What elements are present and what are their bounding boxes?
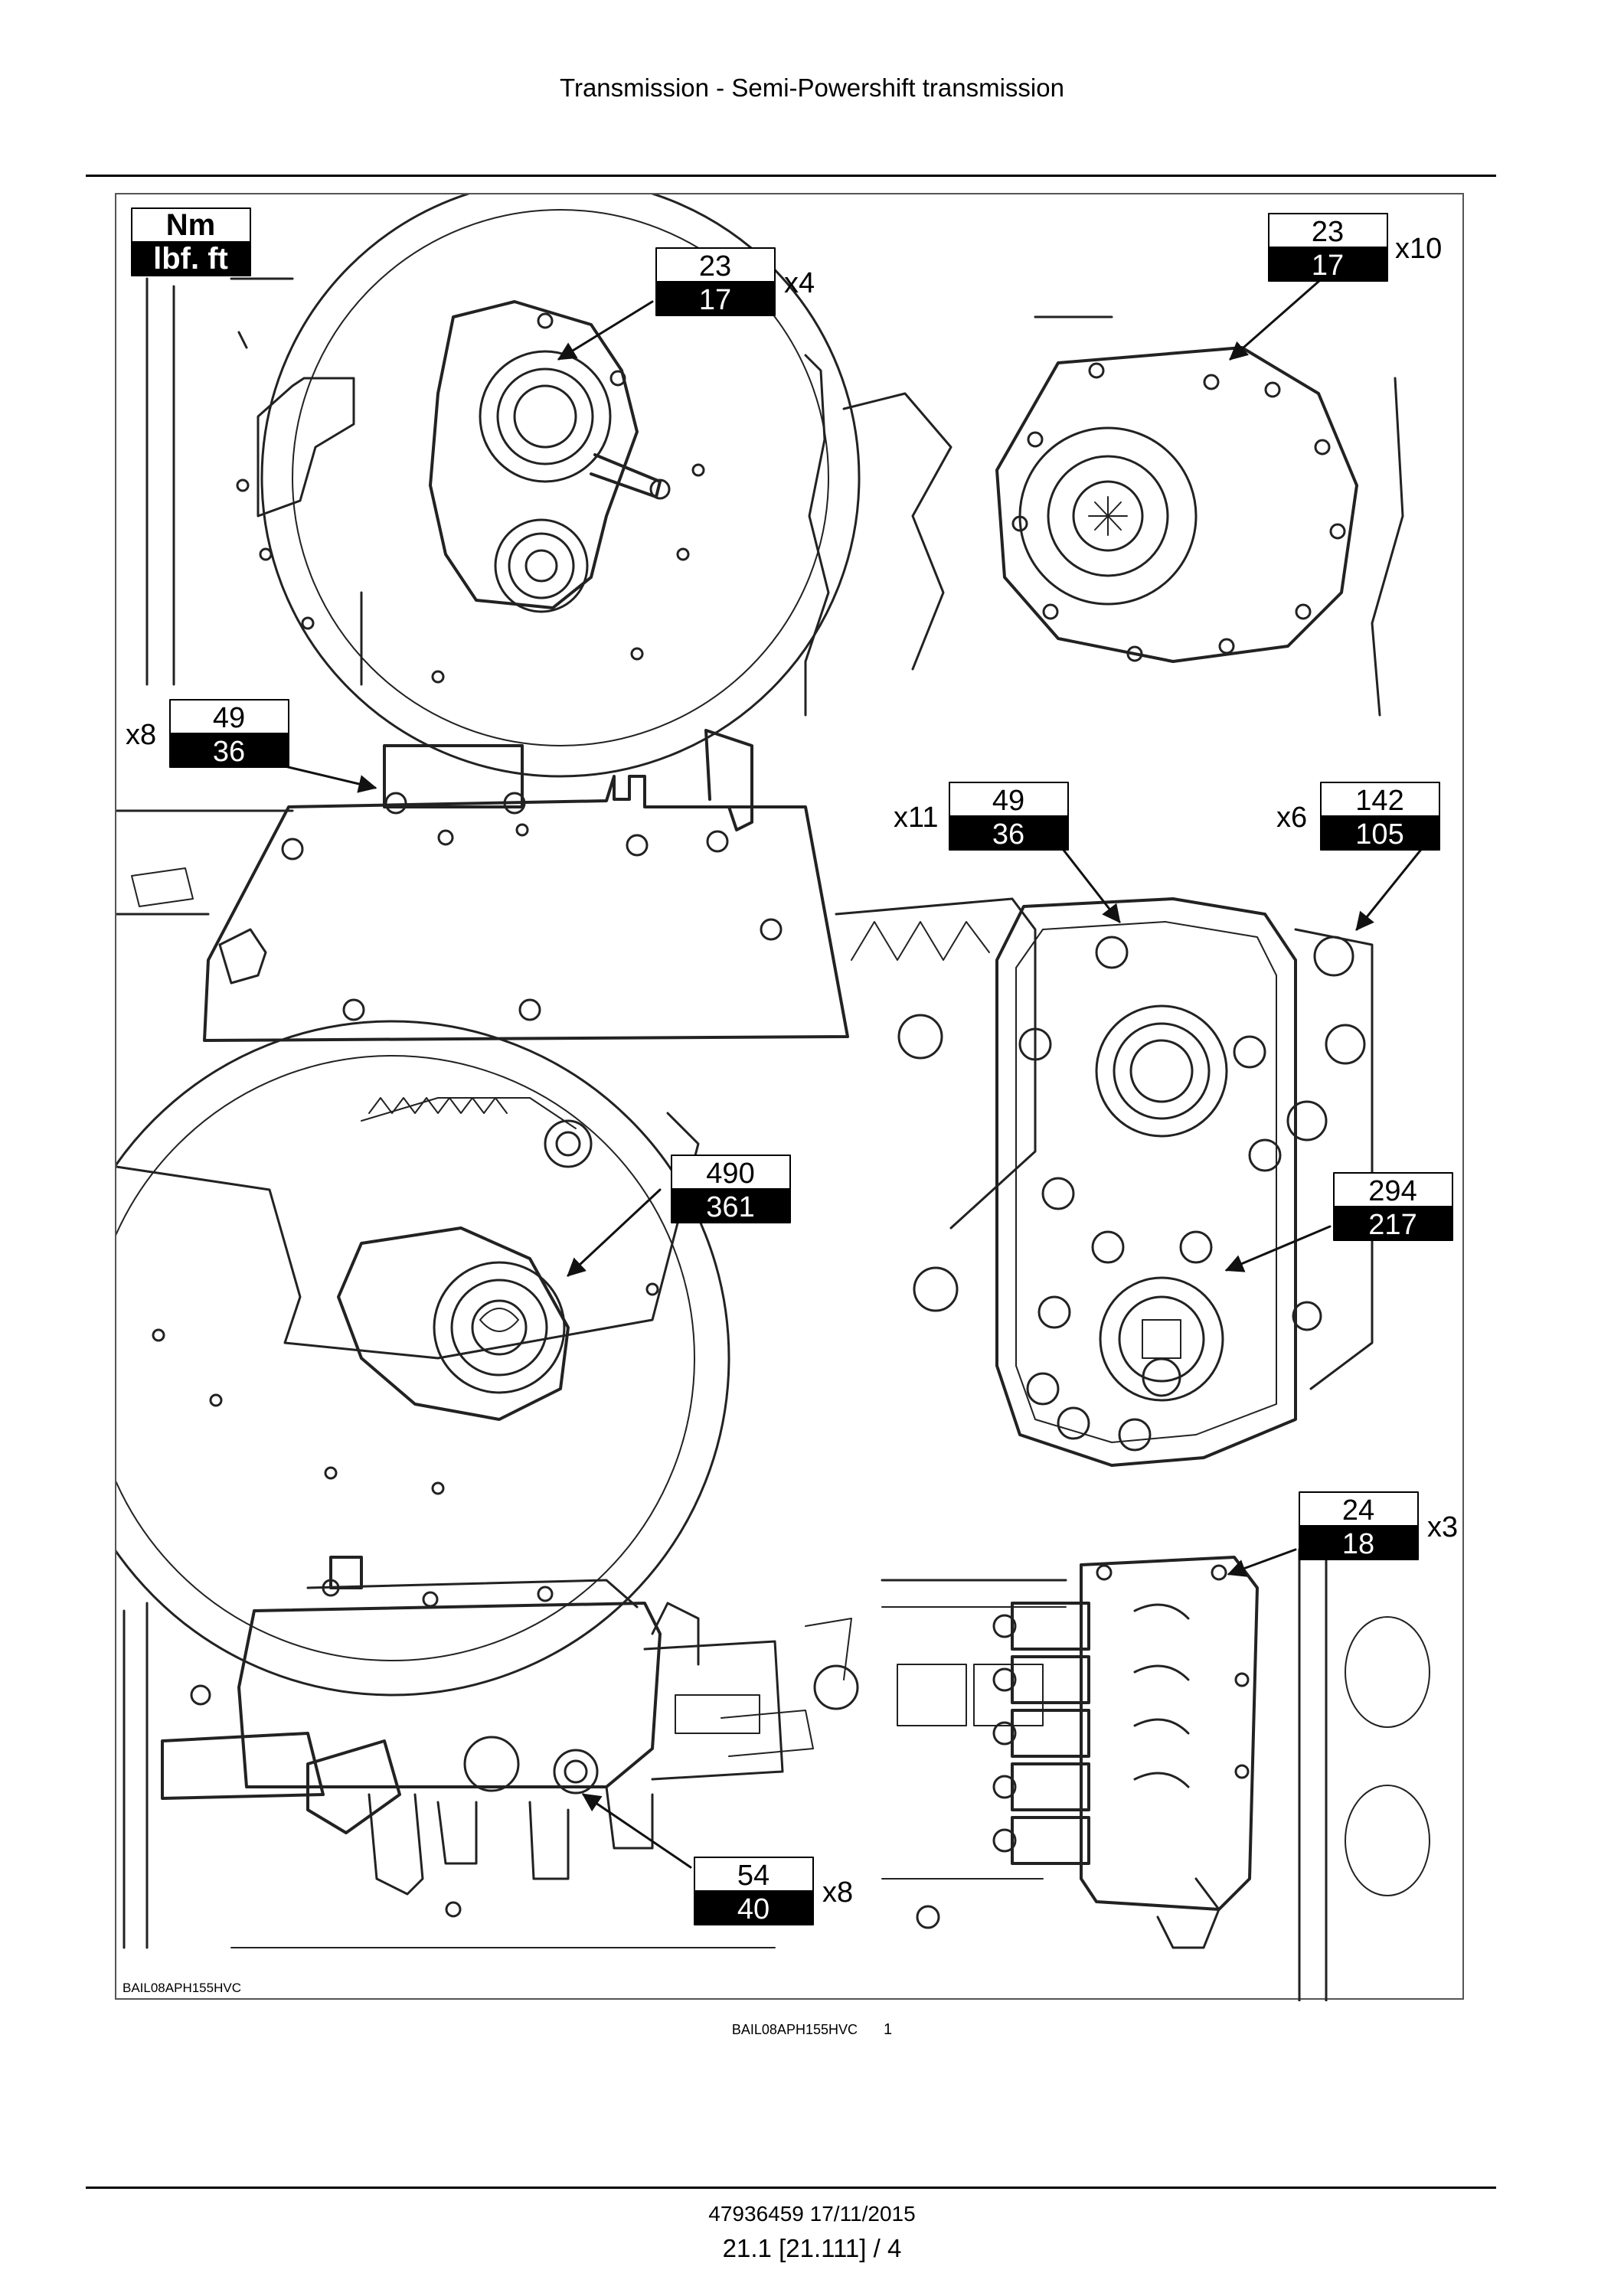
torque-callout-6: 490 361 <box>671 1155 791 1223</box>
figure-caption-number: 1 <box>883 2021 893 2038</box>
torque-8-mult: x3 <box>1427 1511 1458 1543</box>
torque-6-nm: 490 <box>706 1158 754 1190</box>
torque-1-lbf: 17 <box>699 284 731 316</box>
torque-callout-8: 24 18 x3 <box>1299 1491 1458 1560</box>
panel-top-left-housing <box>145 194 861 778</box>
torque-5-nm: 142 <box>1355 785 1403 817</box>
torque-callout-3: 49 36 x8 <box>126 699 289 768</box>
page-header-title: Transmission - Semi-Powershift transmiss… <box>560 73 1064 102</box>
torque-3-nm: 49 <box>213 702 245 734</box>
header-rule <box>86 175 1496 177</box>
torque-7-lbf: 217 <box>1368 1209 1417 1241</box>
torque-9-nm: 54 <box>737 1860 770 1892</box>
torque-5-mult: x6 <box>1276 802 1307 834</box>
torque-4-nm: 49 <box>992 785 1024 817</box>
torque-callout-1: 23 17 x4 <box>655 247 815 316</box>
torque-8-lbf: 18 <box>1342 1528 1374 1560</box>
torque-1-mult: x4 <box>784 267 815 299</box>
torque-7-nm: 294 <box>1368 1175 1417 1207</box>
panel-lower-left-flywheel <box>116 1020 730 1697</box>
torque-5-lbf: 105 <box>1355 818 1403 851</box>
unit-legend-bottom: lbf. ft <box>153 242 228 276</box>
footer-page-number: 21.1 [21.111] / 4 <box>722 2234 902 2262</box>
torque-callout-5: 142 105 x6 <box>1276 782 1440 851</box>
torque-2-nm: 23 <box>1312 216 1344 248</box>
torque-9-lbf: 40 <box>737 1893 770 1925</box>
figure-caption-code: BAIL08APH155HVC <box>731 2022 858 2037</box>
torque-callout-2: 23 17 x10 <box>1268 213 1442 282</box>
torque-4-lbf: 36 <box>992 818 1024 851</box>
torque-2-mult: x10 <box>1395 233 1442 265</box>
panel-top-right-cover <box>804 315 1404 717</box>
torque-9-mult: x8 <box>822 1876 853 1909</box>
panel-bottom-left-valve <box>123 1556 859 1949</box>
footer-doc-id: 47936459 17/11/2015 <box>708 2202 916 2226</box>
torque-1-nm: 23 <box>699 250 731 283</box>
footer-rule <box>86 2187 1496 2189</box>
torque-2-lbf: 17 <box>1312 250 1344 282</box>
torque-diagram: Nm lbf. ft 23 17 x4 23 17 x10 49 36 x8 4… <box>116 194 1458 2001</box>
unit-legend: Nm lbf. ft <box>131 207 251 276</box>
figure-code-label: BAIL08APH155HVC <box>123 1981 241 1995</box>
torque-callout-9: 54 40 x8 <box>694 1857 853 1925</box>
torque-callout-4: 49 36 x11 <box>894 782 1069 851</box>
panel-bottom-right-solenoids <box>881 1548 1430 2001</box>
torque-figure: Nm lbf. ft 23 17 x4 23 17 x10 49 36 x8 4… <box>115 193 1464 2001</box>
torque-4-mult: x11 <box>894 802 938 834</box>
torque-callout-7: 294 217 <box>1333 1172 1453 1241</box>
figure-caption: BAIL08APH155HVC 1 <box>0 2021 1624 2039</box>
panel-middle-left-plate <box>116 729 849 1042</box>
torque-3-mult: x8 <box>126 719 156 751</box>
torque-8-nm: 24 <box>1342 1494 1374 1527</box>
unit-legend-top: Nm <box>166 208 215 242</box>
panel-middle-right-pto <box>835 897 1374 1467</box>
torque-3-lbf: 36 <box>213 736 245 768</box>
torque-6-lbf: 361 <box>706 1191 754 1223</box>
